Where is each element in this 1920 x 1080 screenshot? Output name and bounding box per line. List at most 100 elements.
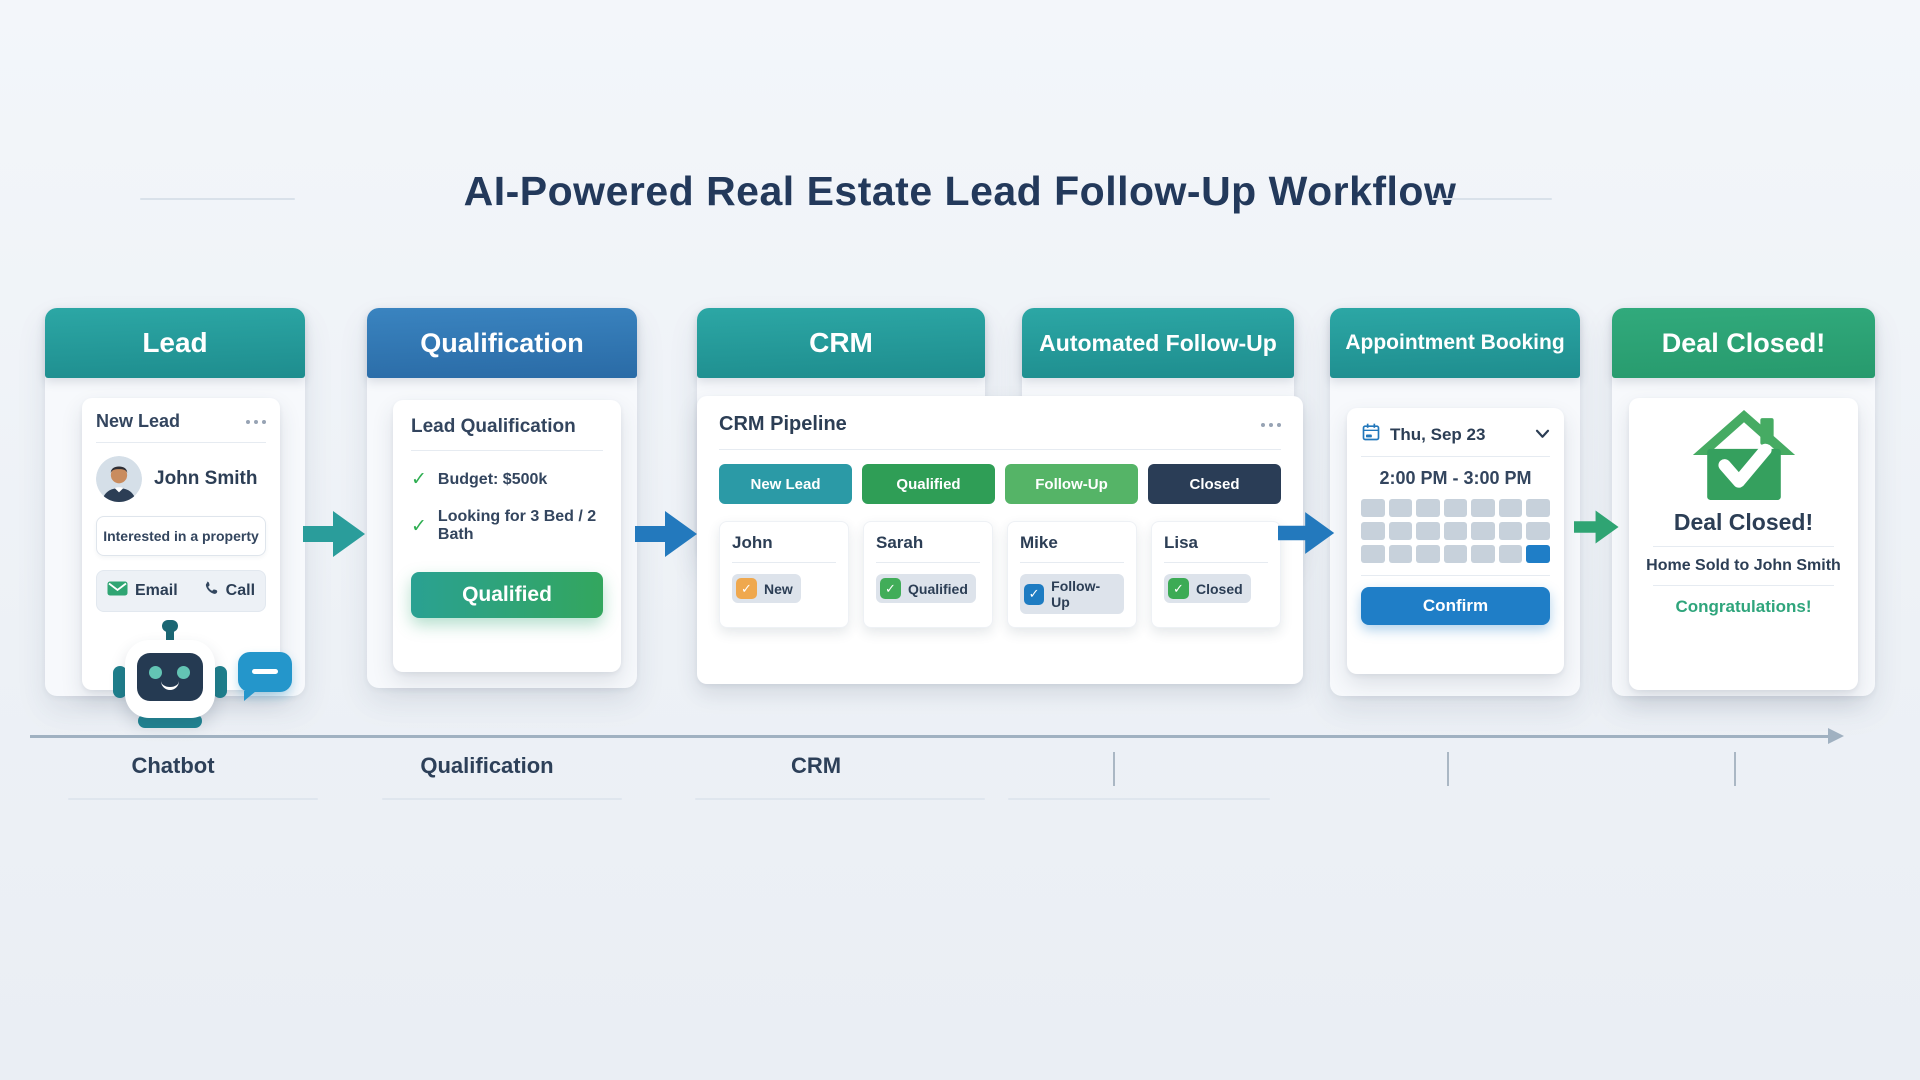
lead-card-sarah[interactable]: Sarah Qualified (863, 521, 993, 628)
arrow-qualification-to-crm (635, 506, 699, 562)
lead-step-header: Lead (45, 308, 305, 378)
calendar-cell[interactable] (1443, 545, 1468, 563)
calendar-cell[interactable] (1526, 499, 1550, 517)
lead-card-lisa[interactable]: Lisa Closed (1151, 521, 1281, 628)
qualification-card-title: Lead Qualification (411, 416, 576, 437)
new-lead-card: New Lead John Smith Interested in (82, 398, 280, 690)
calendar-cell[interactable] (1498, 545, 1523, 563)
status-badge: Follow-Up (1020, 574, 1124, 614)
status-badge: New (732, 574, 801, 603)
lead-qualification-card: Lead Qualification Budget: $500k Looking… (393, 400, 621, 672)
timeline-underline (68, 798, 318, 800)
timeline-label-qualification: Qualification (420, 753, 554, 778)
date-selector[interactable]: Thu, Sep 23 (1361, 420, 1550, 456)
calendar-cell[interactable] (1416, 545, 1440, 563)
lead-note: Interested in a property (96, 516, 266, 556)
followup-step-header: Automated Follow-Up (1022, 308, 1294, 378)
lead-name: John Smith (154, 468, 258, 489)
status-badge: Closed (1164, 574, 1251, 603)
email-button[interactable]: Email (107, 581, 178, 601)
calendar-cell[interactable] (1526, 545, 1550, 563)
timeline-line (30, 735, 1830, 738)
deal-closed-card: Deal Closed! Home Sold to John Smith Con… (1629, 398, 1858, 690)
house-check-icon (1645, 410, 1842, 507)
pipeline-leads-row: John New Sarah Qualified Mike (719, 521, 1281, 628)
call-button[interactable]: Call (202, 580, 255, 602)
calendar-grid (1361, 499, 1550, 563)
calendar-cell[interactable] (1471, 499, 1495, 517)
lead-card-john[interactable]: John New (719, 521, 849, 628)
calendar-cell[interactable] (1361, 499, 1385, 517)
calendar-cell[interactable] (1498, 522, 1523, 540)
stage-qualified[interactable]: Qualified (862, 464, 995, 504)
phone-icon (202, 580, 219, 602)
robot-ear-left (113, 666, 127, 698)
robot-ear-right (213, 666, 227, 698)
lead-action-bar: Email Call (96, 570, 266, 612)
calendar-cell[interactable] (1416, 499, 1440, 517)
time-slot: 2:00 PM - 3:00 PM (1379, 468, 1532, 488)
deal-title: Deal Closed! (1673, 509, 1814, 535)
more-options-icon[interactable] (1261, 422, 1281, 427)
more-options-icon[interactable] (246, 419, 266, 424)
calendar-cell[interactable] (1443, 522, 1468, 540)
robot-eye (149, 666, 162, 679)
lead-avatar (96, 456, 142, 502)
robot-eye (177, 666, 190, 679)
timeline-label-crm: CRM (790, 753, 842, 778)
chatbot-icon (100, 620, 300, 740)
new-lead-title: New Lead (96, 411, 181, 431)
check-icon (411, 468, 427, 491)
calendar-cell[interactable] (1388, 522, 1413, 540)
robot-face (137, 653, 203, 701)
deal-subtitle: Home Sold to John Smith (1646, 557, 1841, 574)
timeline-underline (695, 798, 985, 800)
calendar-cell[interactable] (1498, 499, 1523, 517)
robot-head (125, 640, 215, 718)
title-block: AI-Powered Real Estate Lead Follow-Up Wo… (0, 168, 1920, 215)
status-badge: Qualified (876, 574, 976, 603)
calendar-cell[interactable] (1361, 522, 1385, 540)
title-divider-right (1432, 198, 1552, 200)
confirm-button[interactable]: Confirm (1361, 587, 1550, 625)
title-divider-left (140, 198, 295, 200)
qualified-button[interactable]: Qualified (411, 572, 603, 618)
robot-mouth (161, 680, 179, 690)
arrow-followup-to-appointment (1278, 506, 1336, 560)
calendar-cell[interactable] (1416, 522, 1440, 540)
timeline-tick (1734, 752, 1736, 786)
lead-card-mike[interactable]: Mike Follow-Up (1007, 521, 1137, 628)
chevron-down-icon[interactable] (1535, 426, 1550, 444)
crm-pipeline-card: CRM Pipeline New Lead Qualified Follow-U… (697, 396, 1303, 684)
stage-new-lead[interactable]: New Lead (719, 464, 852, 504)
calendar-cell[interactable] (1388, 545, 1413, 563)
page-title: AI-Powered Real Estate Lead Follow-Up Wo… (463, 168, 1457, 214)
stage-follow-up[interactable]: Follow-Up (1005, 464, 1138, 504)
calendar-cell[interactable] (1471, 545, 1495, 563)
calendar-cell[interactable] (1443, 499, 1468, 517)
calendar-cell[interactable] (1388, 499, 1413, 517)
calendar-cell[interactable] (1361, 545, 1385, 563)
checklist-item: Budget: $500k (411, 468, 603, 491)
stage-closed[interactable]: Closed (1148, 464, 1281, 504)
check-icon (880, 578, 901, 599)
crm-pipeline-title: CRM Pipeline (719, 413, 847, 435)
timeline-label-chatbot: Chatbot (131, 753, 215, 778)
timeline-underline (1008, 798, 1270, 800)
email-icon (107, 581, 128, 601)
arrow-lead-to-qualification (303, 506, 367, 562)
timeline-tick (1113, 752, 1115, 786)
deal-step-header: Deal Closed! (1612, 308, 1875, 378)
qualification-step-header: Qualification (367, 308, 637, 378)
appointment-step-header: Appointment Booking (1330, 308, 1580, 378)
crm-step-header: CRM (697, 308, 985, 378)
calendar-cell[interactable] (1526, 522, 1550, 540)
check-icon (1024, 583, 1045, 605)
timeline-underline (382, 798, 622, 800)
deal-congrats: Congratulations! (1675, 597, 1812, 616)
check-icon (736, 578, 757, 599)
checklist-item: Looking for 3 Bed / 2 Bath (411, 508, 603, 544)
check-icon (411, 515, 427, 538)
chat-bubble-icon (238, 652, 292, 701)
calendar-cell[interactable] (1471, 522, 1495, 540)
